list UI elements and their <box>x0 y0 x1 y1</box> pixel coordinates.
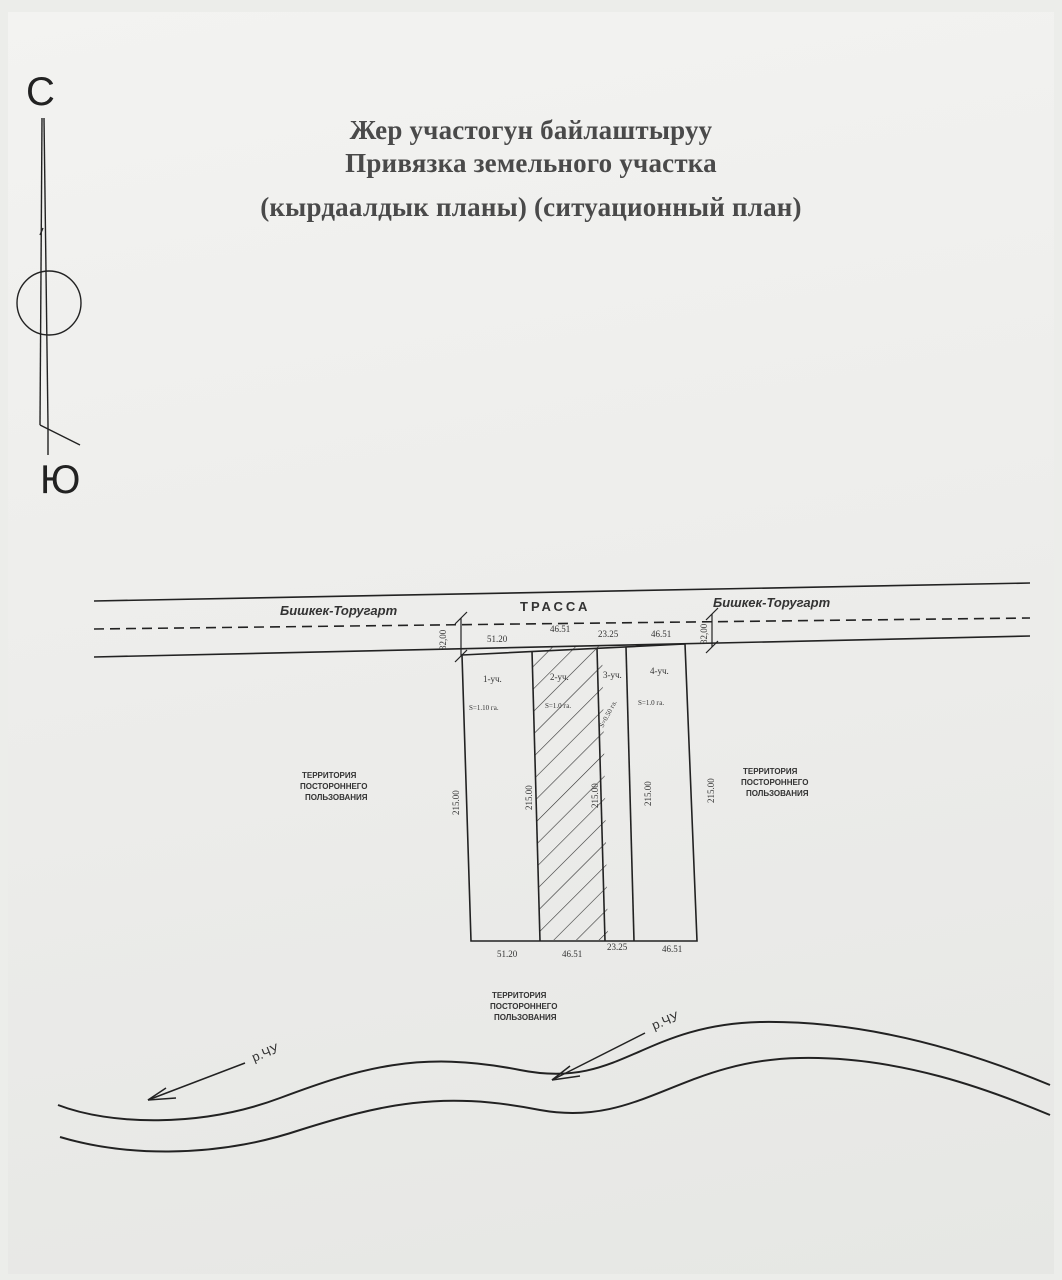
plot-2-hatch <box>532 646 608 940</box>
plot-divider-2 <box>596 647 606 942</box>
river-flow-arrow-right-icon <box>551 1032 646 1081</box>
bottom-dim-3: 23.25 <box>607 942 628 952</box>
top-dim-1: 51.20 <box>487 634 508 644</box>
plot-2-label: 2-уч. <box>550 672 569 682</box>
plot-4-label: 4-уч. <box>650 666 669 676</box>
plot-4-length: 215.00 <box>643 781 653 806</box>
road-name-left: Бишкек-Торугарт <box>280 603 398 618</box>
road-width-right: 32,00 <box>699 623 709 644</box>
road-width-left: 32,00 <box>438 629 448 650</box>
plot-4-area: S=1.0 га. <box>638 699 664 707</box>
svg-text:ПОЛЬЗОВАНИЯ: ПОЛЬЗОВАНИЯ <box>746 789 809 798</box>
plot-divider-1 <box>531 650 541 942</box>
svg-text:ТЕРРИТОРИЯ: ТЕРРИТОРИЯ <box>743 767 798 776</box>
territory-bottom: ТЕРРИТОРИЯ ПОСТОРОННЕГО ПОЛЬЗОВАНИЯ <box>490 991 557 1022</box>
top-dim-4: 46.51 <box>651 629 671 639</box>
side-length-left: 215.00 <box>451 790 461 815</box>
title-russian: Привязка земельного участка <box>345 148 717 178</box>
plot-1-area: S=1.10 га. <box>469 704 499 712</box>
svg-text:ПОСТОРОННЕГО: ПОСТОРОННЕГО <box>300 782 367 791</box>
compass-arrow-icon <box>16 117 82 455</box>
svg-text:ПОСТОРОННЕГО: ПОСТОРОННЕГО <box>741 778 808 787</box>
territory-right: ТЕРРИТОРИЯ ПОСТОРОННЕГО ПОЛЬЗОВАНИЯ <box>741 767 809 798</box>
svg-text:ПОЛЬЗОВАНИЯ: ПОЛЬЗОВАНИЯ <box>305 793 368 802</box>
svg-text:ПОЛЬЗОВАНИЯ: ПОЛЬЗОВАНИЯ <box>494 1013 557 1022</box>
top-dim-2: 46.51 <box>550 624 570 634</box>
plot-3-label: 3-уч. <box>603 670 622 680</box>
river-label-right: р.ЧУ <box>650 1008 682 1033</box>
plot-2-length: 215.00 <box>590 783 600 808</box>
plots-outline <box>461 643 698 942</box>
road-name-center: ТРАССА <box>520 599 590 614</box>
territory-left: ТЕРРИТОРИЯ ПОСТОРОННЕГО ПОЛЬЗОВАНИЯ <box>300 771 368 802</box>
plot-2-area: S=1.0 га. <box>545 702 571 710</box>
svg-text:ТЕРРИТОРИЯ: ТЕРРИТОРИЯ <box>492 991 547 1000</box>
svg-text:ТЕРРИТОРИЯ: ТЕРРИТОРИЯ <box>302 771 357 780</box>
compass-north-label: С <box>26 70 55 114</box>
road-name-right: Бишкек-Торугарт <box>713 595 831 610</box>
plots-group <box>461 643 698 942</box>
road-width-markers <box>454 607 719 663</box>
title-kyrgyz: Жер участогун байлаштыруу <box>349 115 713 145</box>
bottom-dim-4: 46.51 <box>662 944 682 954</box>
bottom-dim-1: 51.20 <box>497 949 518 959</box>
side-length-right: 215.00 <box>706 778 716 803</box>
bottom-dim-2: 46.51 <box>562 949 582 959</box>
top-dim-3: 23.25 <box>598 629 619 639</box>
river-chu <box>57 1020 1051 1153</box>
plot-1-length: 215.00 <box>524 785 534 810</box>
plot-1-label: 1-уч. <box>483 674 502 684</box>
plot-divider-3 <box>625 646 635 942</box>
svg-text:ПОСТОРОННЕГО: ПОСТОРОННЕГО <box>490 1002 557 1011</box>
highway-road <box>93 582 1031 658</box>
compass-south-label: Ю <box>40 458 81 502</box>
river-flow-arrow-left-icon <box>147 1062 246 1101</box>
title-subtitle: (кырдаалдык планы) (ситуационный план) <box>260 192 802 222</box>
river-label-left: р.ЧУ <box>250 1040 282 1065</box>
